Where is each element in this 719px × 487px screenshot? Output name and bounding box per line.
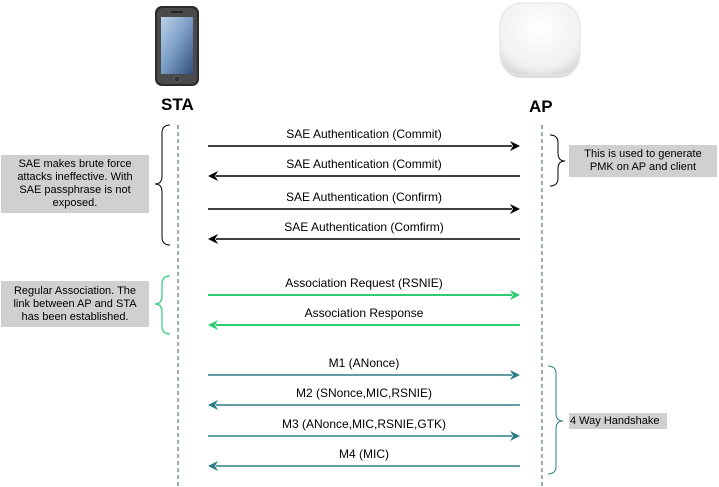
message-arrow-head: [510, 370, 520, 380]
message-label: Association Response: [304, 306, 424, 320]
message-label: M1 (ANonce): [328, 356, 400, 370]
sta-label: STA: [161, 95, 194, 114]
message-arrow-head: [510, 290, 520, 300]
handshake-bracket: [547, 365, 564, 475]
pmk-bracket: [549, 134, 566, 187]
message-arrow-head: [510, 141, 520, 151]
message-arrow-head: [510, 204, 520, 214]
sae-bracket: [154, 124, 171, 246]
pmk-note: This is used to generate PMK on AP and c…: [569, 145, 717, 177]
message-label: M4 (MIC): [339, 447, 389, 461]
message-arrow-head: [208, 400, 218, 410]
message-arrow-head: [208, 234, 218, 244]
handshake-note: 4 Way Handshake: [569, 413, 667, 429]
message-label: SAE Authentication (Confirm): [285, 190, 443, 204]
message-arrows: [208, 141, 520, 471]
ap-label: AP: [529, 97, 553, 116]
message-arrow-head: [208, 171, 218, 181]
association-bracket: [154, 275, 171, 335]
message-label: SAE Authentication (Comfirm): [284, 220, 444, 234]
message-label: M3 (ANonce,MIC,RSNIE,GTK): [281, 417, 447, 431]
association-note: Regular Association. The link between AP…: [1, 281, 149, 327]
message-arrow-head: [208, 461, 218, 471]
smartphone-icon: [155, 6, 199, 86]
sae-note: SAE makes brute force attacks ineffectiv…: [1, 155, 149, 213]
message-arrow-head: [208, 320, 218, 330]
message-label: Association Request (RSNIE): [285, 276, 443, 290]
access-point-icon: [499, 2, 581, 78]
message-label: SAE Authentication (Commit): [286, 157, 442, 171]
message-label: M2 (SNonce,MIC,RSNIE): [295, 386, 433, 400]
message-label: SAE Authentication (Commit): [286, 127, 442, 141]
message-arrow-head: [510, 431, 520, 441]
